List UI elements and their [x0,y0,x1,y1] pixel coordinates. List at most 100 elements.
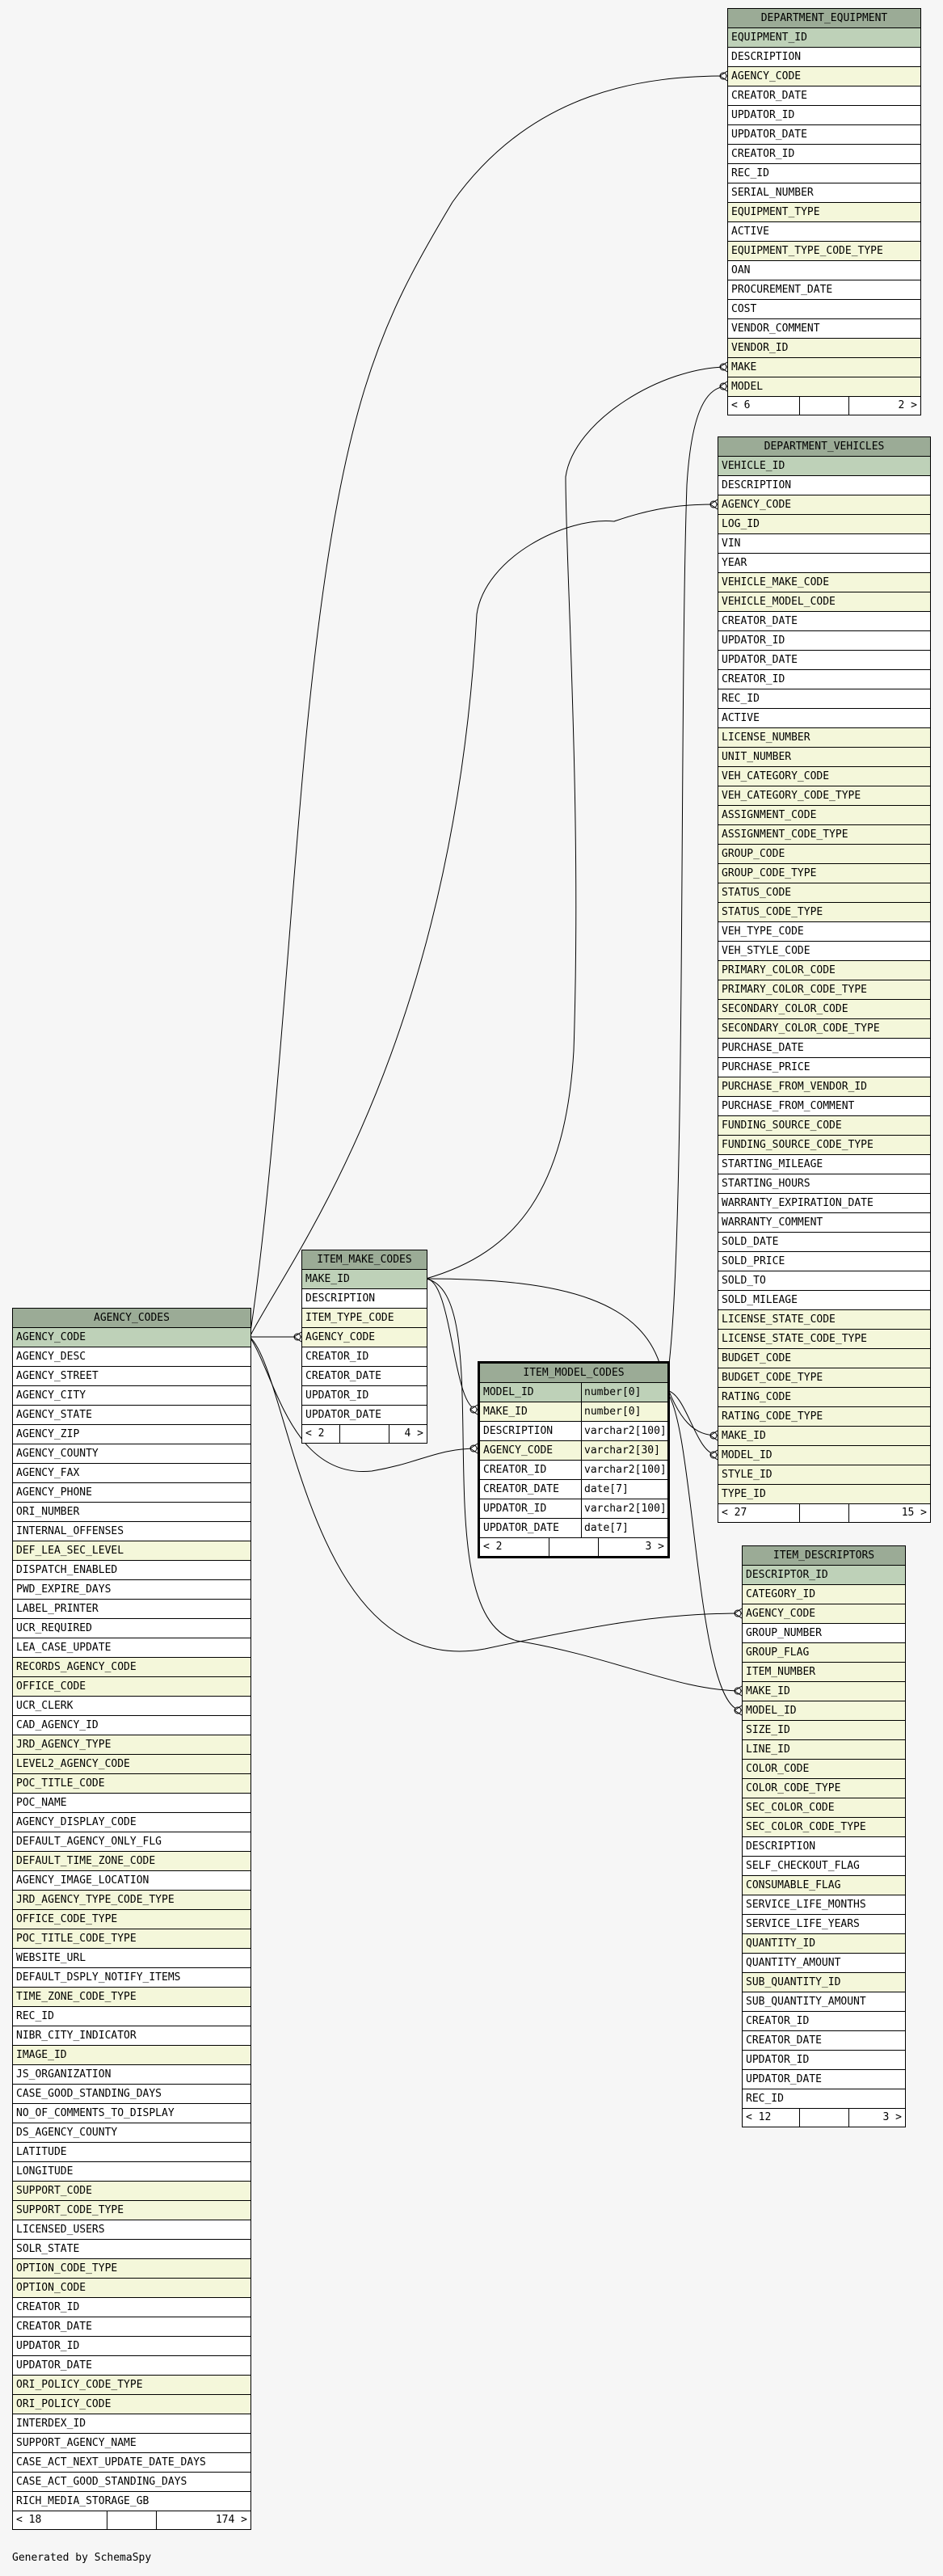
column-row[interactable]: SEC_COLOR_CODE [743,1798,905,1818]
child-count[interactable]: 174 > [215,2514,247,2526]
column-row[interactable]: ORI_POLICY_CODE_TYPE [13,2376,250,2395]
column-row[interactable]: DEF_LEA_SEC_LEVEL [13,1541,250,1561]
column-row[interactable]: CREATOR_DATE [743,2031,905,2051]
column-row[interactable]: SUPPORT_CODE_TYPE [13,2201,250,2220]
column-row[interactable]: VEH_CATEGORY_CODE [718,767,930,786]
column-row[interactable]: CREATOR_DATE [718,612,930,631]
column-row[interactable]: COLOR_CODE [743,1760,905,1779]
column-row[interactable]: SERVICE_LIFE_MONTHS [743,1895,905,1915]
column-row[interactable]: AGENCY_STREET [13,1367,250,1386]
column-row[interactable]: QUANTITY_AMOUNT [743,1954,905,1973]
column-row[interactable]: CASE_ACT_GOOD_STANDING_DAYS [13,2473,250,2492]
column-row[interactable]: UPDATOR_DATE [718,651,930,670]
column-row[interactable]: IMAGE_ID [13,2046,250,2065]
column-row[interactable]: TIME_ZONE_CODE_TYPE [13,1988,250,2007]
column-row[interactable]: RATING_CODE [718,1388,930,1407]
column-row[interactable]: AGENCY_CODE [718,495,930,515]
column-row[interactable]: ACTIVE [728,222,920,242]
column-row[interactable]: EQUIPMENT_ID [728,28,920,48]
column-row[interactable]: VEHICLE_MAKE_CODE [718,573,930,592]
column-row[interactable]: WEBSITE_URL [13,1949,250,1968]
column-row[interactable]: LEA_CASE_UPDATE [13,1638,250,1658]
column-row[interactable]: DESCRIPTION [728,48,920,67]
column-row[interactable]: UPDATOR_ID [728,106,920,125]
column-row[interactable]: DESCRIPTION [302,1289,427,1309]
column-row[interactable]: STATUS_CODE [718,883,930,903]
column-row[interactable]: OPTION_CODE_TYPE [13,2259,250,2279]
column-row[interactable]: EQUIPMENT_TYPE [728,203,920,222]
column-row[interactable]: FUNDING_SOURCE_CODE_TYPE [718,1136,930,1155]
table-title[interactable]: DEPARTMENT_EQUIPMENT [728,9,920,28]
column-row[interactable]: POC_TITLE_CODE [13,1774,250,1794]
column-row[interactable]: POC_NAME [13,1794,250,1813]
column-row[interactable]: LATITUDE [13,2143,250,2162]
column-row[interactable]: SOLD_DATE [718,1233,930,1252]
column-row[interactable]: OFFICE_CODE_TYPE [13,1910,250,1929]
column-row[interactable]: CASE_ACT_NEXT_UPDATE_DATE_DAYS [13,2453,250,2473]
child-count[interactable]: 15 > [901,1507,927,1519]
child-count[interactable]: 3 > [882,2111,902,2123]
column-row[interactable]: ORI_NUMBER [13,1503,250,1522]
column-row[interactable]: LICENSE_NUMBER [718,728,930,748]
column-row[interactable]: UPDATOR_ID [743,2051,905,2070]
column-row[interactable]: AGENCY_CODE [302,1328,427,1347]
column-row[interactable]: SERIAL_NUMBER [728,183,920,203]
column-row[interactable]: SIZE_ID [743,1721,905,1740]
parent-count[interactable]: < 2 [302,1425,340,1443]
column-row[interactable]: SOLD_PRICE [718,1252,930,1271]
column-row[interactable]: DESCRIPTION [743,1837,905,1857]
column-row[interactable]: CREATOR_DATE [302,1367,427,1386]
table-title[interactable]: ITEM_DESCRIPTORS [743,1546,905,1566]
column-row[interactable]: DESCRIPTION [718,476,930,495]
column-row[interactable]: AGENCY_CITY [13,1386,250,1406]
column-row[interactable]: VEHICLE_ID [718,457,930,476]
column-row[interactable]: MAKE_ID [718,1427,930,1446]
column-row[interactable]: VEHICLE_MODEL_CODE [718,592,930,612]
column-row[interactable]: OPTION_CODE [13,2279,250,2298]
column-row[interactable]: MODEL_ID [718,1446,930,1465]
column-row[interactable]: NIBR_CITY_INDICATOR [13,2026,250,2046]
column-row[interactable]: MAKE_ID [743,1682,905,1701]
parent-count[interactable]: < 6 [728,397,800,415]
column-row[interactable]: DEFAULT_TIME_ZONE_CODE [13,1852,250,1871]
column-row[interactable]: CATEGORY_ID [743,1585,905,1604]
column-row[interactable]: UCR_CLERK [13,1697,250,1716]
column-row[interactable]: SOLD_TO [718,1271,930,1291]
child-count[interactable]: 2 > [898,399,917,411]
column-row[interactable]: SUPPORT_AGENCY_NAME [13,2434,250,2453]
table-title[interactable]: ITEM_MODEL_CODES [480,1364,667,1383]
column-row[interactable]: MAKE_ID [302,1270,427,1289]
column-row[interactable]: STARTING_MILEAGE [718,1155,930,1174]
column-row[interactable]: PRIMARY_COLOR_CODE [718,961,930,980]
column-row[interactable]: JRD_AGENCY_TYPE_CODE_TYPE [13,1891,250,1910]
column-row[interactable]: SELF_CHECKOUT_FLAG [743,1857,905,1876]
column-row[interactable]: PROCUREMENT_DATE [728,280,920,300]
column-row[interactable]: SUB_QUANTITY_AMOUNT [743,1992,905,2012]
column-row[interactable]: VIN [718,534,930,554]
column-row[interactable]: LONGITUDE [13,2162,250,2182]
column-row[interactable]: PURCHASE_DATE [718,1039,930,1058]
column-row[interactable]: EQUIPMENT_TYPE_CODE_TYPE [728,242,920,261]
table-title[interactable]: AGENCY_CODES [13,1309,250,1328]
column-row[interactable]: ASSIGNMENT_CODE_TYPE [718,825,930,845]
column-row[interactable]: UPDATOR_DATE [302,1406,427,1425]
column-row[interactable]: ITEM_NUMBER [743,1663,905,1682]
parent-count[interactable]: < 2 [480,1538,549,1556]
column-row[interactable]: CREATOR_DATE [13,2317,250,2337]
column-row[interactable]: JRD_AGENCY_TYPE [13,1735,250,1755]
column-row[interactable]: SECONDARY_COLOR_CODE [718,1000,930,1019]
column-row[interactable]: UPDATOR_ID [718,631,930,651]
column-row[interactable]: INTERNAL_OFFENSES [13,1522,250,1541]
column-row[interactable]: AGENCY_CODE [728,67,920,86]
child-count[interactable]: 3 > [645,1541,664,1553]
column-row[interactable]: CAD_AGENCY_ID [13,1716,250,1735]
column-row[interactable]: SOLR_STATE [13,2240,250,2259]
column-row[interactable]: GROUP_CODE [718,845,930,864]
parent-count[interactable]: < 27 [718,1504,800,1522]
